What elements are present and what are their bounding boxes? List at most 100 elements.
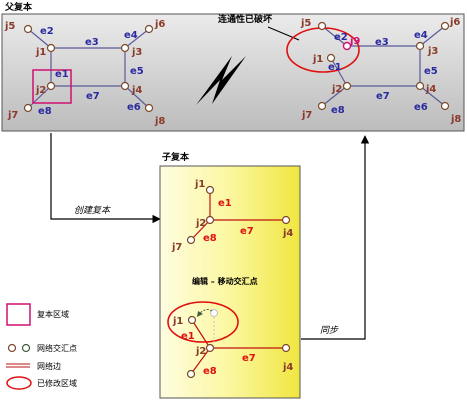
label-j4: j4 — [282, 362, 293, 373]
junction-j8 — [440, 101, 450, 111]
label-e1: e1 — [218, 198, 232, 209]
legend-edge-label: 网络边 — [37, 361, 61, 371]
child-title: 子复本 — [162, 151, 190, 163]
label-j5: j5 — [300, 18, 311, 29]
label-j2: j2 — [331, 84, 342, 95]
junction-j1 — [205, 185, 215, 195]
broken-connectivity-label: 连通性已破坏 — [218, 13, 272, 25]
parent-left-junctions — [23, 24, 154, 113]
child-network-bottom — [190, 319, 286, 375]
move-direction-arrow — [198, 309, 213, 315]
junction-j7 — [23, 103, 33, 113]
label-j8: j8 — [450, 114, 461, 125]
move-direction-arrowhead — [197, 311, 203, 317]
label-j4: j4 — [425, 84, 436, 95]
label-e6: e6 — [414, 102, 428, 113]
junction-j1-ghost — [209, 308, 219, 318]
junction-j9 — [342, 41, 352, 51]
label-e8: e8 — [203, 233, 217, 244]
legend-junctions-label: 网络交汇点 — [37, 343, 77, 353]
label-j1: j1 — [172, 316, 183, 327]
label-e2: e2 — [334, 32, 348, 43]
parent-right-labels: j5 j6 j1 j9 j3 j2 j4 j7 j8 e2 e3 e4 e1 e… — [300, 17, 461, 125]
junction-j2 — [46, 81, 56, 91]
label-j3: j3 — [427, 46, 438, 57]
junction-j2 — [205, 215, 215, 225]
legend: 复本区域 网络交汇点 网络边 已修改区域 — [6, 303, 77, 390]
label-e6: e6 — [127, 102, 141, 113]
lightning-icon — [196, 56, 246, 105]
label-j4: j4 — [282, 228, 293, 239]
label-e8: e8 — [331, 105, 345, 116]
parent-right-junctions — [317, 21, 450, 111]
child-network-top — [190, 190, 286, 241]
child-bottom-labels: j1 j2 j4 e1 e7 e8 — [172, 316, 293, 377]
label-j3: j3 — [131, 47, 142, 58]
label-j7: j7 — [301, 110, 312, 121]
junction-j1 — [187, 315, 197, 325]
create-replica-arrow — [50, 133, 161, 224]
replica-area-highlight — [32, 69, 72, 104]
parent-network-left — [27, 28, 150, 109]
edit-caption: 编辑 – 移动交汇点 — [192, 276, 258, 286]
label-j2: j2 — [195, 346, 206, 357]
legend-junction-icon-alt — [21, 343, 31, 353]
parent-left-labels: j5 j6 j1 j3 j2 j4 j7 j8 e2 e3 e4 e1 e5 e… — [4, 19, 165, 127]
label-j6: j6 — [449, 17, 460, 28]
label-e5: e5 — [130, 66, 144, 77]
label-e4: e4 — [414, 30, 428, 41]
label-e7: e7 — [376, 91, 390, 102]
junction-j4 — [281, 343, 291, 353]
label-e3: e3 — [85, 37, 99, 48]
junction-j1 — [326, 53, 336, 63]
child-top-labels: j1 j2 j4 j7 e1 e7 e8 — [171, 179, 293, 253]
label-j5: j5 — [4, 21, 15, 32]
label-e1: e1 — [181, 331, 195, 342]
synchronize-label: 同步 — [320, 325, 339, 336]
label-e4: e4 — [124, 30, 138, 41]
label-j2: j2 — [35, 85, 46, 96]
label-j9: j9 — [349, 36, 360, 47]
label-j8: j8 — [154, 116, 165, 127]
junction-j-lower — [186, 369, 196, 379]
synchronize-arrow — [301, 135, 370, 340]
junction-j1 — [46, 43, 56, 53]
label-e1: e1 — [55, 69, 69, 80]
label-e1: e1 — [328, 62, 342, 73]
junction-j4 — [120, 81, 130, 91]
label-e8: e8 — [203, 366, 217, 377]
parent-title: 父复本 — [4, 1, 33, 13]
junction-j2 — [342, 81, 352, 91]
label-e3: e3 — [375, 37, 389, 48]
label-e7: e7 — [240, 226, 254, 237]
junction-j3 — [415, 41, 425, 51]
legend-modified-area-label: 已修改区域 — [37, 378, 77, 388]
label-j7: j7 — [7, 110, 18, 121]
label-j7: j7 — [171, 242, 182, 253]
child-bottom-junctions — [186, 315, 291, 379]
child-panel — [159, 165, 301, 399]
junction-j7 — [317, 101, 327, 111]
label-j2: j2 — [195, 218, 206, 229]
label-j6: j6 — [154, 19, 165, 30]
create-replica-label: 创建复本 — [74, 205, 111, 216]
junction-j8 — [144, 103, 154, 113]
label-j4: j4 — [131, 85, 142, 96]
junction-j4 — [281, 215, 291, 225]
junction-j6 — [440, 21, 450, 31]
junction-j3 — [120, 43, 130, 53]
legend-replica-area-swatch — [6, 303, 31, 326]
modified-area-child — [167, 301, 239, 343]
label-e8: e8 — [38, 106, 52, 117]
parent-network-right — [321, 25, 446, 107]
label-j1: j1 — [312, 54, 323, 65]
child-top-junctions — [186, 185, 291, 245]
junction-j2 — [205, 343, 215, 353]
label-j1: j1 — [194, 179, 205, 190]
legend-replica-area-label: 复本区域 — [37, 309, 69, 319]
junction-j7 — [186, 235, 196, 245]
junction-j5 — [23, 24, 33, 34]
junction-j6 — [144, 24, 154, 34]
junction-j4 — [415, 81, 425, 91]
